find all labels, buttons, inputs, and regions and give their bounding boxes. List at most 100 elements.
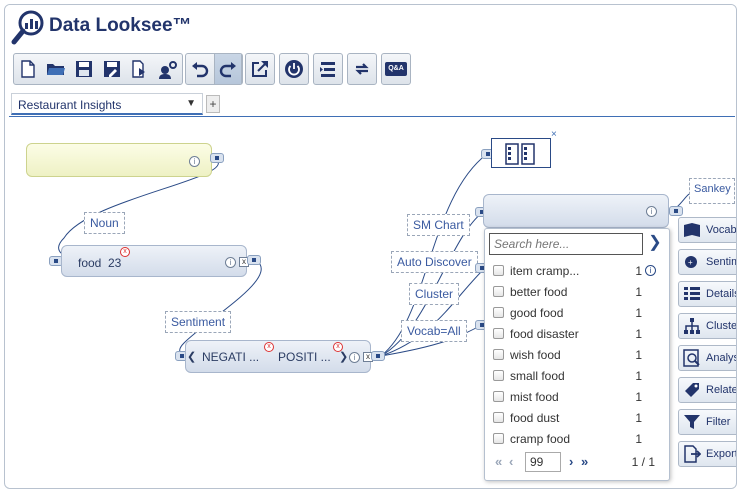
refresh-button[interactable] bbox=[348, 54, 376, 84]
vocab-search-input[interactable] bbox=[489, 233, 643, 255]
open-folder-button[interactable] bbox=[42, 54, 70, 84]
page-size-input[interactable] bbox=[525, 452, 561, 472]
item-checkbox[interactable] bbox=[493, 391, 504, 402]
note-output-port[interactable] bbox=[210, 153, 224, 163]
file-toolbar-group bbox=[13, 53, 183, 85]
item-checkbox[interactable] bbox=[493, 370, 504, 381]
side-menu-analysis[interactable]: Analys bbox=[678, 345, 736, 371]
analysis-icon bbox=[682, 348, 702, 368]
sankey-label: Sankey D bbox=[694, 183, 734, 195]
settings-user-button[interactable] bbox=[154, 54, 182, 84]
prev-page-icon[interactable]: ‹ bbox=[509, 454, 514, 469]
first-page-icon[interactable]: « bbox=[495, 454, 503, 469]
sentiment-filter-node[interactable]: ❮ NEGATI ... x POSITI ... x ❯ i x bbox=[185, 340, 373, 373]
side-menu-vocabulary[interactable]: Vocabu bbox=[678, 217, 736, 243]
edge-label-vocab-all[interactable]: Vocab=All bbox=[401, 320, 467, 342]
add-tab-button[interactable]: + bbox=[206, 95, 220, 113]
sm-chart-widget[interactable] bbox=[491, 138, 551, 168]
side-menu-sentiment[interactable]: + Sentime bbox=[678, 249, 736, 275]
remove-icon[interactable]: x bbox=[333, 342, 343, 352]
qa-button[interactable]: Q&A bbox=[382, 54, 410, 84]
info-icon[interactable]: i bbox=[225, 257, 236, 268]
power-button[interactable] bbox=[280, 54, 308, 84]
flow-canvas[interactable]: i Noun food 23 x i x Sentiment ❮ NEGATI … bbox=[9, 118, 737, 488]
chevron-left-icon[interactable]: ❮ bbox=[187, 351, 197, 363]
side-menu-details[interactable]: Details bbox=[678, 281, 736, 307]
list-toolbar-group bbox=[313, 53, 343, 85]
edge-label-sentiment[interactable]: Sentiment bbox=[165, 311, 232, 333]
item-checkbox[interactable] bbox=[493, 412, 504, 423]
side-menu-label: Export bbox=[706, 448, 737, 460]
item-checkbox[interactable] bbox=[493, 328, 504, 339]
filter-left-label: NEGATI ... bbox=[202, 350, 260, 364]
side-menu-label: Cluster bbox=[706, 320, 737, 332]
food-node-count: 23 bbox=[108, 256, 122, 270]
save-as-button[interactable] bbox=[98, 54, 126, 84]
item-count: 1 bbox=[635, 410, 642, 425]
side-menu-export[interactable]: Export bbox=[678, 441, 737, 467]
details-list-icon bbox=[682, 284, 702, 304]
item-checkbox[interactable] bbox=[493, 265, 504, 276]
refresh-toolbar-group bbox=[347, 53, 377, 85]
side-menu-cluster[interactable]: Cluster bbox=[678, 313, 737, 339]
item-checkbox[interactable] bbox=[493, 307, 504, 318]
export-icon bbox=[682, 444, 702, 464]
export-doc-icon bbox=[132, 60, 145, 78]
side-menu-related[interactable]: Related bbox=[678, 377, 736, 403]
food-node[interactable]: food 23 x i x bbox=[61, 245, 249, 277]
item-count: 1 bbox=[635, 431, 642, 446]
side-menu-filter[interactable]: Filter bbox=[678, 409, 736, 435]
list-button[interactable] bbox=[314, 54, 342, 84]
last-page-icon[interactable]: » bbox=[581, 454, 589, 469]
item-label: item cramp... bbox=[510, 263, 580, 278]
vocab-output-port[interactable] bbox=[669, 206, 683, 216]
sankey-node[interactable]: Sankey D bbox=[689, 178, 735, 204]
edge-label-cluster[interactable]: Cluster bbox=[409, 283, 460, 305]
popout-button[interactable] bbox=[246, 54, 274, 84]
list-icon bbox=[320, 62, 335, 77]
redo-button[interactable] bbox=[214, 54, 242, 84]
dashboard-tab-select[interactable]: Restaurant Insights ▼ bbox=[11, 93, 203, 115]
next-page-icon[interactable]: › bbox=[569, 454, 574, 469]
close-icon[interactable]: × bbox=[551, 129, 557, 140]
edge-label-noun[interactable]: Noun bbox=[84, 212, 125, 234]
new-file-button[interactable] bbox=[14, 54, 42, 84]
app-title: Data Looksee™ bbox=[49, 15, 192, 36]
edge-label-auto-discover[interactable]: Auto Discover bbox=[391, 251, 478, 273]
edge-label-sm-chart[interactable]: SM Chart bbox=[407, 214, 470, 236]
remove-icon[interactable]: x bbox=[120, 247, 130, 257]
undo-button[interactable] bbox=[186, 54, 214, 84]
info-icon[interactable]: i bbox=[349, 352, 360, 363]
redo-icon bbox=[219, 62, 236, 78]
toolbar: Q&A bbox=[9, 53, 735, 85]
info-icon[interactable]: i bbox=[189, 156, 200, 167]
note-node[interactable]: i bbox=[26, 143, 212, 177]
sentiment-output-port[interactable] bbox=[371, 351, 385, 361]
remove-icon[interactable]: x bbox=[264, 342, 274, 352]
export-document-button[interactable] bbox=[126, 54, 154, 84]
search-go-icon[interactable]: ❯ bbox=[648, 234, 662, 251]
chevron-right-icon[interactable]: ❯ bbox=[339, 351, 349, 363]
item-checkbox[interactable] bbox=[493, 286, 504, 297]
page-info: 1 / 1 bbox=[631, 455, 655, 469]
info-icon[interactable]: i bbox=[646, 206, 657, 217]
item-label: mist food bbox=[510, 389, 559, 404]
save-button[interactable] bbox=[70, 54, 98, 84]
food-output-port[interactable] bbox=[247, 255, 261, 265]
item-count: 1 bbox=[635, 326, 642, 341]
vocabulary-node[interactable]: i bbox=[483, 194, 669, 228]
app-window: Data Looksee™ bbox=[4, 4, 737, 489]
item-checkbox[interactable] bbox=[493, 433, 504, 444]
info-icon[interactable]: i bbox=[645, 265, 656, 276]
new-file-icon bbox=[21, 60, 35, 78]
item-checkbox[interactable] bbox=[493, 349, 504, 360]
